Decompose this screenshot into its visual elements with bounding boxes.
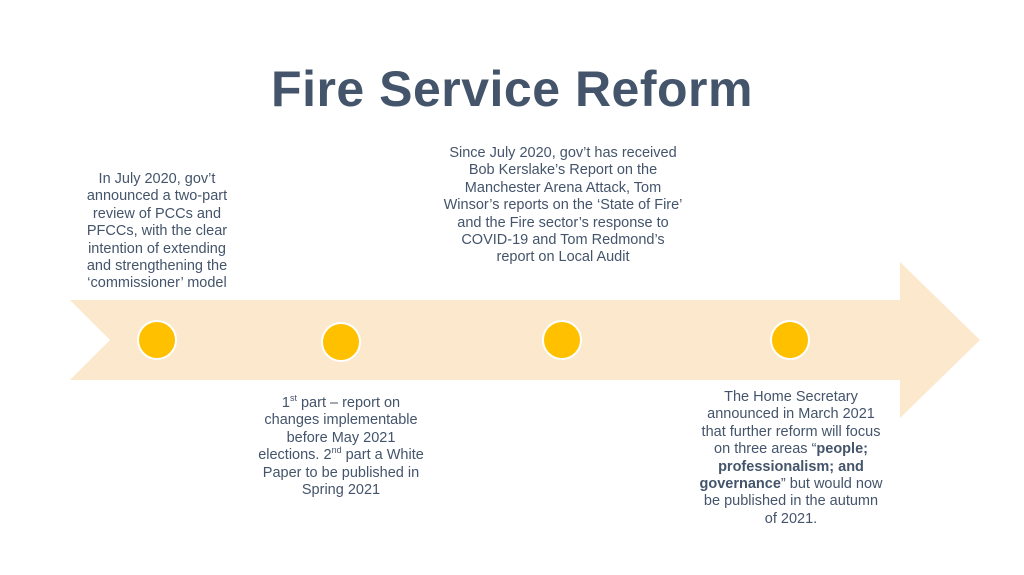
event-2-part1-text: part – report on changes implementable b… (258, 395, 418, 464)
event-note-3: Since July 2020, gov’t has received Bob … (443, 145, 683, 267)
event-4-text-end: ” but would now be published in the autu… (703, 476, 883, 527)
slide-title: Fire Service Reform (271, 61, 753, 117)
event-2-part2-ordinal: nd (331, 445, 342, 456)
event-4-focus-areas: people; professionalism; and governance (699, 441, 868, 493)
event-4-text-start: The Home Secretary announced in March 20… (701, 389, 881, 458)
event-2-part1-ordinal: st (289, 393, 297, 404)
event-note-1: In July 2020, gov’t announced a two-part… (82, 171, 232, 293)
event-note-4: The Home Secretary announced in March 20… (698, 389, 884, 528)
event-2-part2-number: 2 (323, 447, 332, 464)
event-2-part2-text: part a White Paper to be published in Sp… (262, 447, 424, 499)
timeline-dot-3 (542, 320, 582, 360)
event-3-text: Since July 2020, gov’t has received Bob … (443, 145, 683, 266)
timeline-dot-2 (321, 322, 361, 362)
event-note-2: 1st part – report on changes implementab… (258, 393, 424, 499)
arrow-shape (70, 262, 980, 418)
timeline-dot-1 (137, 320, 177, 360)
event-2-part1-number: 1 (281, 395, 290, 411)
event-1-text: In July 2020, gov’t announced a two-part… (86, 171, 228, 292)
timeline-dot-4 (770, 320, 810, 360)
